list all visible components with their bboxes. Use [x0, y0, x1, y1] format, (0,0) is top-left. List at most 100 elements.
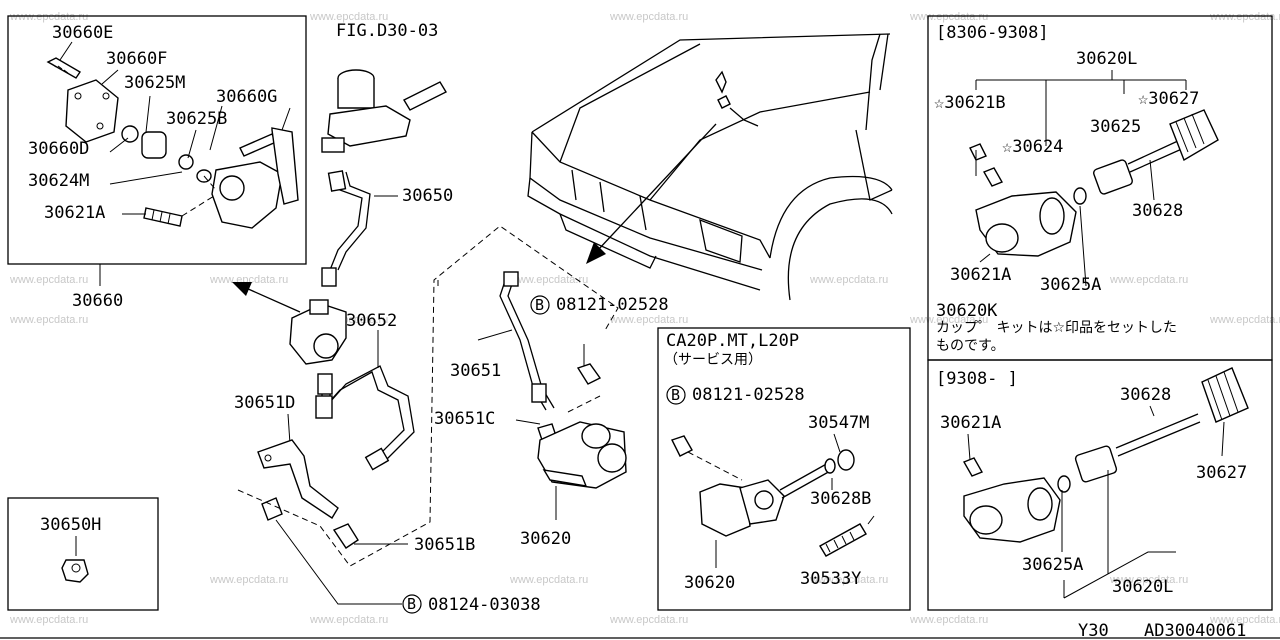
watermark: www.epcdata.ru [209, 574, 288, 586]
part-label-08121-02528-variant[interactable]: 08121-02528 [692, 385, 805, 405]
center-left-assembly: FIG.D30-03 30650 30652 [232, 21, 619, 615]
part-label-30621B[interactable]: ☆30621B [934, 93, 1006, 113]
footer-model: Y30 [1078, 621, 1109, 640]
slave-cylinder-30620-drawing [537, 421, 627, 489]
watermark: www.epcdata.ru [909, 314, 988, 326]
part-label-30625M[interactable]: 30625M [124, 73, 185, 93]
watermark: www.epcdata.ru [309, 614, 388, 626]
box-ca20p-frame [657, 327, 911, 611]
watermark: www.epcdata.ru [609, 11, 688, 23]
part-label-30660E[interactable]: 30660E [52, 23, 113, 43]
part-label-30624[interactable]: ☆30624 [1002, 137, 1063, 157]
part-label-30651B[interactable]: 30651B [414, 535, 475, 555]
part-label-30660D[interactable]: 30660D [28, 139, 89, 159]
part-label-30625A-bottom[interactable]: 30625A [1022, 555, 1083, 575]
watermark: www.epcdata.ru [1209, 314, 1280, 326]
part-label-30651D[interactable]: 30651D [234, 393, 295, 413]
part-label-30533Y[interactable]: 30533Y [800, 569, 861, 589]
bracket-30651D-drawing [257, 439, 339, 519]
watermark: www.epcdata.ru [509, 274, 588, 286]
bolt-symbol: B [671, 386, 680, 404]
piston-drawing [121, 125, 212, 183]
footer: Y30 AD30040061 [0, 621, 1280, 640]
watermark: www.epcdata.ru [9, 11, 88, 23]
watermark: www.epcdata.ru [909, 614, 988, 626]
watermark: www.epcdata.ru [9, 274, 88, 286]
watermark: www.epcdata.ru [909, 11, 988, 23]
watermark: www.epcdata.ru [809, 274, 888, 286]
part-label-30627-top[interactable]: ☆30627 [1138, 89, 1199, 109]
period-label-bottom[interactable]: [9308- ] [936, 369, 1018, 389]
boot-30627-top-drawing [1169, 109, 1219, 162]
kit-box-30660: 30660E 30660F 30625M 30660G 30625B 30660… [7, 15, 307, 311]
box-right-top-period: [8306-9308] 30620L ☆30621B ☆30627 30625 … [927, 15, 1273, 361]
bleeder-30621A-drawing [143, 207, 183, 227]
arrow-to-slave-cylinder [597, 123, 717, 251]
kit-note-line2: ものです。 [936, 338, 1005, 354]
part-label-30652[interactable]: 30652 [346, 311, 397, 331]
watermark: www.epcdata.ru [9, 614, 88, 626]
kit-box-frame [7, 15, 307, 265]
part-label-30625[interactable]: 30625 [1090, 117, 1141, 137]
watermark: www.epcdata.ru [1109, 274, 1188, 286]
part-label-30625B[interactable]: 30625B [166, 109, 227, 129]
part-label-30625A-top[interactable]: 30625A [1040, 275, 1101, 295]
part-label-30660F[interactable]: 30660F [106, 49, 167, 69]
part-label-30651[interactable]: 30651 [450, 361, 501, 381]
cover-plate-drawing [65, 79, 119, 143]
variant-title[interactable]: CA20P.MT,L20P [666, 331, 799, 351]
variant-subtitle: （サービス用） [664, 352, 762, 368]
arrow-to-kit [245, 287, 301, 313]
bleeder-bolt-drawing [46, 57, 81, 79]
part-label-30547M[interactable]: 30547M [808, 413, 869, 433]
master-cylinder-drawing [321, 69, 447, 153]
kit-label-30620L-bottom[interactable]: 30620L [1112, 577, 1173, 597]
kit-label-30660[interactable]: 30660 [72, 291, 123, 311]
part-label-30660G[interactable]: 30660G [216, 87, 277, 107]
part-label-30621A[interactable]: 30621A [44, 203, 105, 223]
watermark: www.epcdata.ru [9, 314, 88, 326]
hose-30652-drawing [321, 371, 405, 457]
part-label-30650[interactable]: 30650 [402, 186, 453, 206]
box-30650H-frame [7, 497, 159, 611]
part-label-08121-02528[interactable]: 08121-02528 [556, 295, 669, 315]
kit-label-30620K[interactable]: 30620K [936, 301, 998, 321]
period-label-top[interactable]: [8306-9308] [936, 23, 1049, 43]
part-label-30650H[interactable]: 30650H [40, 515, 101, 535]
watermark: www.epcdata.ru [609, 614, 688, 626]
part-label-30628-top[interactable]: 30628 [1132, 201, 1183, 221]
box-ca20p-variant: CA20P.MT,L20P （サービス用） B 08121-02528 3054… [657, 327, 911, 611]
watermark: www.epcdata.ru [609, 314, 688, 326]
part-label-30620-variant[interactable]: 30620 [684, 573, 735, 593]
watermark: www.epcdata.ru [809, 574, 888, 586]
box-right-bottom-period: [9308- ] 30621A 30628 30627 30625A 30620… [927, 359, 1273, 611]
clutch-operating-cylinder-drawing [289, 299, 347, 365]
part-label-30621A-top[interactable]: 30621A [950, 265, 1011, 285]
bracket-30660G-drawing [271, 127, 299, 205]
clip-30651B-drawing [332, 523, 359, 549]
watermark-layer: www.epcdata.ru www.epcdata.ru www.epcdat… [9, 11, 1280, 626]
grommet-drawing [61, 559, 89, 583]
watermark: www.epcdata.ru [209, 274, 288, 286]
part-label-30624M[interactable]: 30624M [28, 171, 89, 191]
watermark: www.epcdata.ru [509, 574, 588, 586]
fig-reference[interactable]: FIG.D30-03 [336, 21, 438, 41]
footer-code: AD30040061 [1144, 621, 1246, 640]
part-label-30628B[interactable]: 30628B [810, 489, 871, 509]
part-label-30621A-bottom[interactable]: 30621A [940, 413, 1001, 433]
watermark: www.epcdata.ru [309, 11, 388, 23]
part-label-30628-bottom[interactable]: 30628 [1120, 385, 1171, 405]
box-30650H: 30650H [7, 497, 159, 611]
vehicle-front-outline [527, 33, 893, 301]
watermark: www.epcdata.ru [1109, 574, 1188, 586]
part-label-30620-center[interactable]: 30620 [520, 529, 571, 549]
part-label-30651C[interactable]: 30651C [434, 409, 495, 429]
spring-30533Y-drawing [819, 523, 867, 557]
vehicle-and-slave-assembly: B 08121-02528 30651 30651C 30620 [434, 33, 893, 549]
kit-note-line1: カップ゜ キットは☆印品をセットした [936, 320, 1177, 336]
part-label-30627-bottom[interactable]: 30627 [1196, 463, 1247, 483]
watermark: www.epcdata.ru [1209, 614, 1280, 626]
kit-label-30620L-top[interactable]: 30620L [1076, 49, 1137, 69]
part-label-08124-03038[interactable]: 08124-03038 [428, 595, 541, 615]
